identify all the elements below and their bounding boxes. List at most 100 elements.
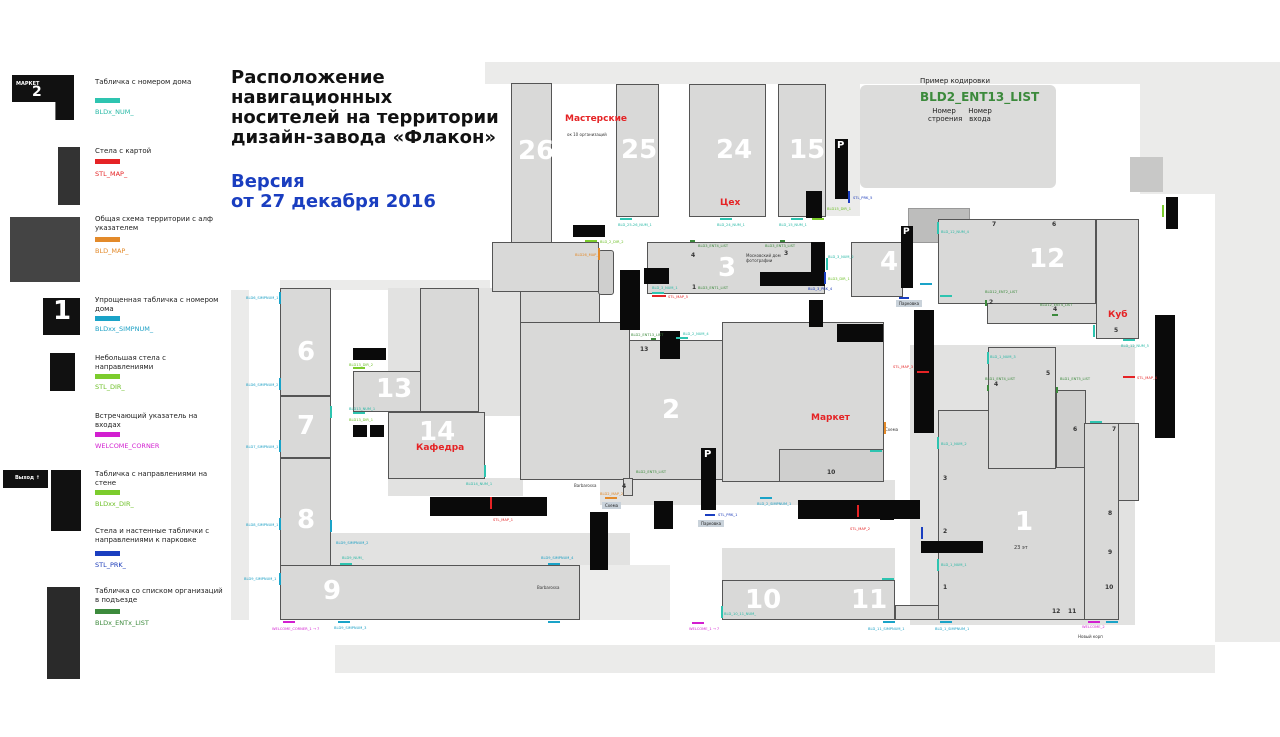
entrance-number: 6 bbox=[1073, 426, 1078, 433]
legend-swatch bbox=[95, 551, 120, 556]
building-8[interactable]: 8 bbox=[280, 458, 331, 566]
parking-icon: P bbox=[704, 449, 712, 460]
label-cube: Куб bbox=[1108, 310, 1128, 320]
map-stele bbox=[430, 497, 547, 516]
marker-map bbox=[917, 371, 929, 373]
road bbox=[1215, 62, 1280, 642]
building-1-east-annex bbox=[1118, 423, 1139, 501]
building-1-east[interactable] bbox=[1084, 423, 1119, 620]
dir-sign bbox=[353, 425, 367, 437]
building-number: 10 bbox=[745, 585, 782, 615]
code-label: BLD12_ENT2_LIST bbox=[985, 290, 1018, 294]
legend-sign-number: 1 bbox=[53, 296, 72, 326]
marker-dir bbox=[353, 367, 365, 369]
building-24[interactable]: 24 bbox=[689, 84, 766, 217]
building-26-lower[interactable] bbox=[492, 242, 599, 292]
marker-num bbox=[1093, 325, 1095, 337]
building-number: 25 bbox=[621, 135, 658, 165]
building-number: 24 bbox=[716, 135, 753, 165]
legend-title: Упрощенная табличка с номером дома bbox=[95, 296, 219, 313]
code-label: BLD_25-26_NUM_1 bbox=[618, 223, 652, 227]
code-label: BLD9_SIMPNUM_3 bbox=[334, 626, 367, 630]
building-14-annex[interactable] bbox=[520, 291, 600, 323]
marker-prk bbox=[705, 514, 715, 516]
legend-icon-stl-map bbox=[58, 147, 80, 205]
code-label: BLD13_NUM_1 bbox=[349, 407, 376, 411]
road bbox=[555, 85, 613, 215]
label-chair: Кафедра bbox=[416, 443, 465, 453]
legend-title: Стела с картой bbox=[95, 147, 152, 155]
road bbox=[335, 645, 1215, 673]
stl-dir-sign bbox=[660, 331, 680, 359]
legend-title: Небольшая стела с направлениями bbox=[95, 354, 166, 371]
parking-wall-sign bbox=[760, 272, 825, 286]
marker-num bbox=[791, 218, 803, 220]
marker-list bbox=[690, 240, 695, 242]
dir-sign bbox=[590, 512, 608, 570]
legend-swatch bbox=[95, 316, 120, 321]
dir-sign bbox=[1166, 197, 1178, 229]
entrance-number: 13 bbox=[640, 346, 649, 353]
code-label: BLD3_ENT4_LIST bbox=[698, 244, 729, 248]
building-13[interactable]: 13 bbox=[353, 371, 421, 412]
building-number: 13 bbox=[376, 374, 413, 404]
building-number: 3 bbox=[718, 253, 737, 283]
building-1-north[interactable] bbox=[988, 347, 1056, 469]
code-label: BLD_1_NUM_3 bbox=[990, 355, 1016, 359]
building-cube[interactable] bbox=[1096, 219, 1139, 339]
marker-list bbox=[985, 300, 987, 306]
building-number: 8 bbox=[297, 505, 316, 535]
legend-icon-stl-dir bbox=[50, 353, 75, 391]
building-12[interactable]: 12 bbox=[938, 219, 1096, 304]
marker-num bbox=[652, 292, 664, 294]
legend-title: Табличка с направлениями на стене bbox=[95, 470, 208, 487]
entrance-number: 2 bbox=[943, 528, 948, 535]
building-6[interactable]: 6 bbox=[280, 288, 331, 396]
marker-num bbox=[882, 578, 894, 580]
legend-title: Общая схема территории с алф указателем bbox=[95, 215, 214, 232]
code-label: BLD2_ENT5_LIST bbox=[636, 470, 667, 474]
marker-num bbox=[987, 352, 989, 364]
code-label: BLD_2_DIR_2 bbox=[600, 240, 624, 244]
version-line: от 27 декабря 2016 bbox=[231, 191, 436, 212]
marker-welcome bbox=[1088, 621, 1100, 623]
code-label: BLD13_DIR_2 bbox=[349, 363, 374, 367]
building-market-annex[interactable] bbox=[779, 449, 884, 482]
code-label: BLD9_SIMPNUM_4 bbox=[541, 556, 574, 560]
marker-bmap bbox=[598, 248, 600, 260]
dir-sign bbox=[806, 191, 822, 218]
code-label: BLD_1_NUM_2 bbox=[941, 442, 967, 446]
code-label: BLD_1_NUM_1 bbox=[941, 563, 967, 567]
dir-sign bbox=[644, 268, 669, 284]
code-label: BLD3_DIR_1 bbox=[828, 277, 850, 281]
marker-num bbox=[937, 559, 939, 571]
marker-num bbox=[937, 222, 939, 234]
label-barbarossa: Barbarossa bbox=[574, 483, 597, 488]
marker-num bbox=[330, 406, 332, 418]
legend-title: Встречающий указатель на входах bbox=[95, 412, 198, 429]
marker-prk bbox=[824, 272, 826, 284]
legend-icon-exit-sign: Выход ↑ bbox=[3, 470, 48, 488]
building-9[interactable]: 9 bbox=[280, 565, 580, 620]
building-2-west[interactable] bbox=[520, 322, 630, 480]
building-26[interactable]: 26 bbox=[511, 83, 554, 245]
code-label: BLD_10_11_NUM_ bbox=[724, 612, 756, 616]
code-label: BLD_2_SIMPNUM_1 bbox=[757, 502, 792, 506]
code-label: BLD_1_SIMPNUM_1 bbox=[935, 627, 970, 631]
legend-swatch bbox=[95, 432, 120, 437]
building-14[interactable]: 14 bbox=[388, 412, 485, 479]
dir-sign bbox=[811, 242, 825, 272]
building-13-tall[interactable] bbox=[420, 288, 479, 412]
code-label: BLD_2_NUM_4 bbox=[683, 332, 709, 336]
map-stele bbox=[798, 500, 920, 519]
code-label: STL_PRK_1 bbox=[718, 513, 738, 517]
building-7[interactable]: 7 bbox=[280, 396, 331, 458]
building-25[interactable]: 25 bbox=[616, 84, 659, 217]
code-label: BLD9_SIMPNUM_2 bbox=[336, 541, 369, 545]
marker-num bbox=[720, 218, 732, 220]
marker-num bbox=[676, 337, 688, 339]
building-4[interactable]: 4 bbox=[851, 242, 903, 297]
code-label: BLD9_SIMPNUM_1 bbox=[244, 577, 277, 581]
